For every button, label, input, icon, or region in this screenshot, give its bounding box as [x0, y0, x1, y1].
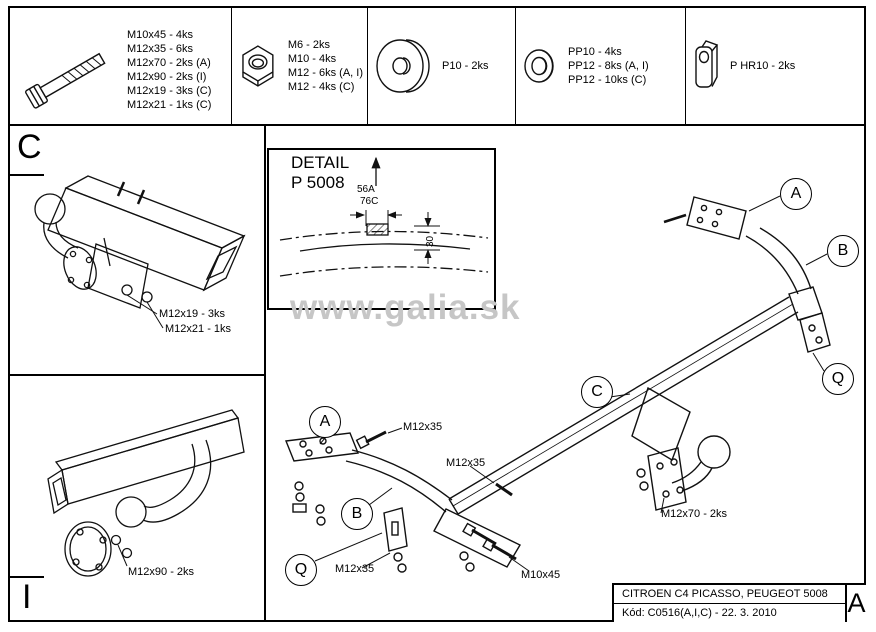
part-spec: M12x90 - 2ks (I): [127, 71, 207, 83]
balloon-b-left: B: [341, 498, 373, 530]
panel-c-drawing: [34, 175, 246, 329]
part-spec: M12 - 4ks (C): [287, 81, 355, 93]
label-m12x35-top: M12x35: [403, 421, 443, 433]
part-spec: M12x35 - 6ks: [127, 43, 194, 55]
panel-i-letter: I: [22, 578, 32, 616]
part-spec: P10 - 2ks: [442, 60, 489, 72]
page-border: [8, 6, 866, 622]
detail-drawing: [279, 156, 489, 277]
title-block: CITROEN C4 PICASSO, PEUGEOT 5008 Kód: C0…: [612, 583, 845, 622]
spacer-group: P HR10 - 2ks: [686, 8, 864, 124]
spacer-plate-icon: [695, 40, 719, 88]
detail-subtitle: P 5008: [291, 173, 345, 192]
bolt-group: M10x45 - 4ks M12x35 - 6ks M12x70 - 2ks (…: [10, 8, 232, 124]
spring-washer-group: PP10 - 4ks PP12 - 8ks (A, I) PP12 - 10ks…: [516, 8, 686, 124]
corner-letter: A: [845, 583, 866, 622]
dim-30: 30: [425, 235, 436, 247]
part-spec: M12x21 - 1ks (C): [127, 99, 212, 111]
part-spec: PP10 - 4ks: [568, 46, 622, 58]
balloon-q-right: Q: [822, 363, 854, 395]
panel-variant-i: [10, 376, 266, 620]
bolt-icon: [25, 52, 106, 109]
part-spec: M6 - 2ks: [287, 39, 330, 51]
title-line-code: Kód: C0516(A,I,C) - 22. 3. 2010: [622, 606, 777, 619]
label-m12x35-bottom: M12x35: [335, 563, 375, 575]
part-spec: P HR10 - 2ks: [730, 60, 796, 72]
label-m12x21: M12x21 - 1ks: [165, 323, 232, 335]
balloon-b-top: B: [827, 235, 859, 267]
part-spec: M10 - 4ks: [287, 53, 337, 65]
flat-washer-specs: P10 - 2ks: [442, 59, 488, 73]
panel-variant-c: [10, 126, 266, 376]
panel-i-drawing: [47, 409, 245, 577]
watermark: www.galia.sk: [290, 288, 521, 327]
nut-icon: [242, 45, 274, 87]
detail-box: [267, 148, 496, 310]
flat-washer-icon: [376, 39, 430, 93]
label-m10x45: M10x45: [521, 569, 561, 581]
panel-i-zone-line: [10, 576, 44, 578]
nut-specs: M6 - 2ks M10 - 4ks M12 - 6ks (A, I) M12 …: [288, 38, 363, 94]
dim-76c: 76C: [360, 196, 379, 207]
nut-group: M6 - 2ks M10 - 4ks M12 - 6ks (A, I) M12 …: [232, 8, 368, 124]
label-m12x35-mid: M12x35: [446, 457, 486, 469]
spacer-specs: P HR10 - 2ks: [730, 59, 795, 73]
flat-washer-group: P10 - 2ks: [368, 8, 516, 124]
panel-c-letter: C: [17, 128, 42, 166]
detail-title: DETAIL: [291, 153, 350, 172]
bolt-specs: M10x45 - 4ks M12x35 - 6ks M12x70 - 2ks (…: [127, 28, 211, 112]
main-assembly-drawing: [285, 195, 831, 573]
part-spec: PP12 - 8ks (A, I): [568, 60, 649, 72]
spring-washer-specs: PP10 - 4ks PP12 - 8ks (A, I) PP12 - 10ks…: [568, 45, 649, 87]
balloon-q-left: Q: [285, 554, 317, 586]
balloon-a-top: A: [780, 178, 812, 210]
panel-c-zone-line: [10, 174, 44, 176]
label-m12x19: M12x19 - 3ks: [159, 308, 226, 320]
part-spec: M12 - 6ks (A, I): [287, 67, 363, 79]
balloon-a-left: A: [309, 406, 341, 438]
spring-washer-icon: [524, 49, 554, 83]
label-m12x70: M12x70 - 2ks: [661, 508, 728, 520]
parts-header: M10x45 - 4ks M12x35 - 6ks M12x70 - 2ks (…: [10, 8, 864, 126]
dim-56a: 56A: [357, 184, 375, 195]
balloon-c: C: [581, 376, 613, 408]
label-m12x90: M12x90 - 2ks: [128, 566, 195, 578]
part-spec: M12x70 - 2ks (A): [127, 57, 211, 69]
part-spec: PP12 - 10ks (C): [568, 74, 647, 86]
part-spec: M12x19 - 3ks (C): [127, 85, 212, 97]
title-line-model: CITROEN C4 PICASSO, PEUGEOT 5008: [614, 585, 845, 604]
part-spec: M10x45 - 4ks: [127, 29, 194, 41]
